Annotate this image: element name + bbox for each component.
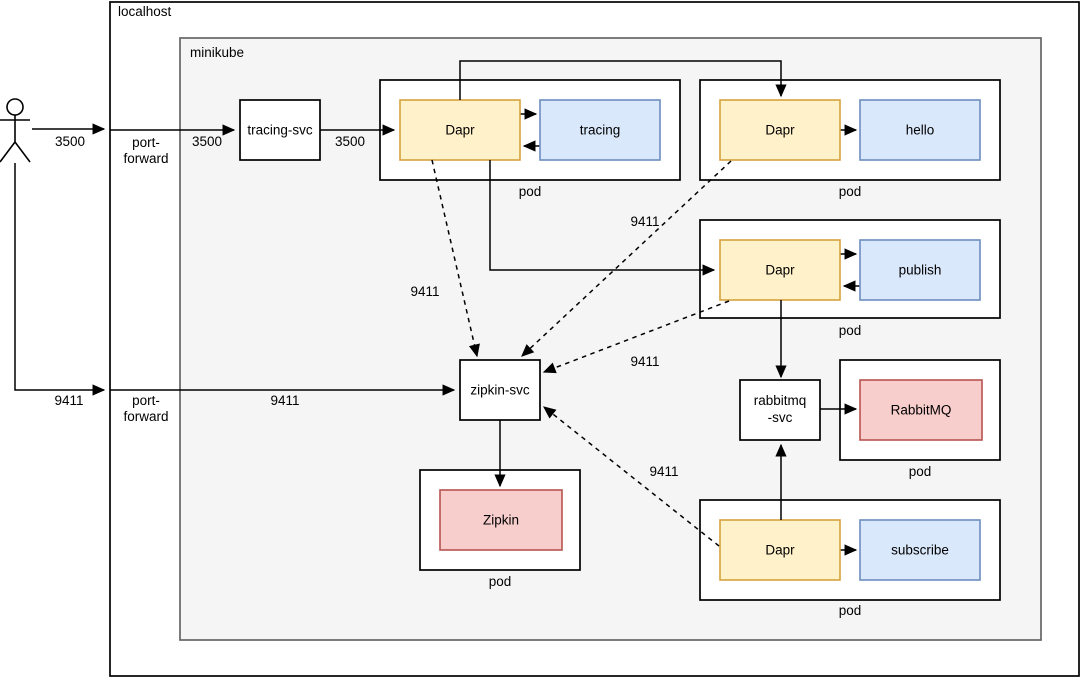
zipkin-app-box [439,489,563,551]
zipkin-svc-node: zipkin-svc [459,359,541,421]
tracing-svc-node: tracing-svc [239,99,321,161]
port-label-9411-hello: 9411 [630,214,659,229]
rabbitmq-svc-label-line1: rabbitmq [754,393,807,408]
port-label-9411-tracing: 9411 [410,284,439,299]
rabbitmq-svc-label-line2: -svc [768,410,793,425]
edge-dapr-tracing-to-dapr-hello [459,60,787,100]
rabbitmq-svc-box [739,379,821,441]
edge-dapr-tracing-to-dapr-publish [489,160,716,276]
localhost-label: localhost [118,4,172,19]
tracing-svc-label: tracing-svc [247,123,313,138]
rabbitmq-svc-node: rabbitmq -svc [739,379,821,441]
edge-labels: 3500 3500 3500 port- forward 9411 9411 9… [54,134,678,479]
edge-user-to-localhost-9411 [14,163,106,396]
port-label-9411-publish: 9411 [630,354,659,369]
actor-head [6,98,24,116]
subscribe-app-label: subscribe [891,543,949,558]
port-label-9411-user: 9411 [54,393,83,408]
pod-tracing-caption: pod [519,184,542,199]
port-label-3500-user: 3500 [55,134,85,149]
dapr-sidecar-tracing-label: Dapr [445,123,475,138]
edge-dapr-publish-to-zipkin-svc [542,300,730,374]
dapr-sidecar-subscribe-box [719,519,841,581]
actor-leg-right [14,141,31,163]
pod-subscribe: pod Dapr subscribe [699,499,1001,618]
tracing-svc-box [239,99,321,161]
port-label-3500-svc: 3500 [335,134,365,149]
port-forward-bottom-line2: forward [123,409,168,424]
port-forward-top-line1: port- [132,135,160,150]
dapr-sidecar-publish-label: Dapr [765,263,795,278]
tracing-app-label: tracing [580,123,621,138]
pod-subscribe-caption: pod [839,603,862,618]
publish-app-label: publish [899,263,942,278]
port-label-9411-localhost: 9411 [270,393,299,408]
hello-app-box [859,99,981,161]
actor-leg-left [0,141,16,163]
pod-hello: pod Dapr hello [699,79,1001,199]
zipkin-svc-label: zipkin-svc [470,383,530,398]
port-forward-top-line2: forward [123,151,168,166]
minikube-label: minikube [190,45,244,60]
dapr-sidecar-tracing-box [399,99,521,161]
pod-zipkin-caption: pod [489,574,512,589]
pod-tracing: pod Dapr tracing [379,79,681,199]
edge-dapr-subscribe-to-zipkin-svc [543,406,720,547]
pod-rabbitmq-caption: pod [909,464,932,479]
zipkin-app-label: Zipkin [483,513,519,528]
hello-app-label: hello [906,123,935,138]
edge-dapr-tracing-to-zipkin-svc [431,159,480,358]
rabbitmq-app-box [859,379,983,441]
pod-publish: pod Dapr publish [699,219,1001,338]
user-actor-icon [0,98,31,163]
subscribe-app-box [859,519,981,581]
dapr-sidecar-hello-box [719,99,841,161]
diagram-edges [14,60,858,547]
edge-dapr-hello-to-zipkin-svc [521,160,732,357]
publish-app-box [859,239,981,301]
port-label-9411-subscribe: 9411 [649,464,678,479]
pod-publish-caption: pod [839,323,862,338]
rabbitmq-app-label: RabbitMQ [891,403,952,418]
pod-hello-caption: pod [839,184,862,199]
dapr-sidecar-publish-box [719,239,841,301]
pod-rabbitmq: pod RabbitMQ [839,359,1001,479]
port-forward-bottom-line1: port- [132,393,160,408]
dapr-sidecar-subscribe-label: Dapr [765,543,795,558]
tracing-app-box [539,99,661,161]
dapr-sidecar-hello-label: Dapr [765,123,795,138]
port-label-3500-localhost: 3500 [192,134,222,149]
